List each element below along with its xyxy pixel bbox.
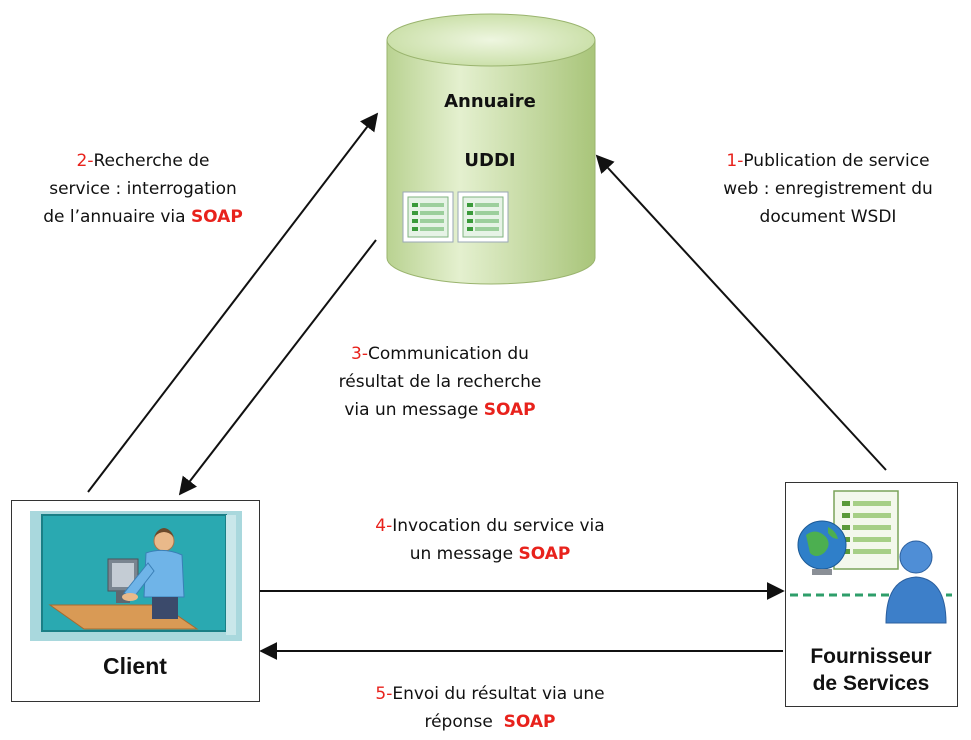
step-5-number: 5- bbox=[375, 684, 393, 704]
step-1-line3: document WSDI bbox=[759, 207, 897, 227]
step-1-line1: 1-Publication de service bbox=[726, 151, 930, 171]
client-label: Client bbox=[103, 653, 167, 679]
step-2-line2: service : interrogation bbox=[49, 179, 237, 199]
step-4-line2: un message SOAP bbox=[409, 544, 571, 564]
provider-label-line1: Fournisseur bbox=[810, 645, 932, 668]
client-box: Client bbox=[11, 500, 260, 702]
step-3-line1: 3-Communication du bbox=[351, 344, 529, 364]
step-4-line1: 4-Invocation du service via bbox=[375, 516, 605, 536]
arrow-1-provider-to-uddi bbox=[595, 154, 887, 471]
step-4-soap: SOAP bbox=[518, 544, 571, 564]
database-title-line1: Annuaire bbox=[444, 91, 536, 112]
step-2-soap: SOAP bbox=[190, 207, 243, 227]
person-at-computer-icon bbox=[30, 511, 242, 641]
step-3-line3: via un message SOAP bbox=[344, 400, 536, 420]
arrow-2-client-to-uddi bbox=[87, 112, 379, 493]
step-3-line2: résultat de la recherche bbox=[338, 372, 542, 392]
step-1-line2: web : enregistrement du bbox=[723, 179, 933, 199]
globe-document-user-icon bbox=[790, 490, 952, 624]
step-2-line1: 2-Recherche de bbox=[76, 151, 210, 171]
arrow-3-uddi-to-client bbox=[178, 239, 377, 496]
step-2-number: 2- bbox=[76, 151, 94, 171]
step-3-label: 3-Communication du résultat de la recher… bbox=[295, 340, 585, 424]
provider-label-line2: de Services bbox=[812, 672, 930, 695]
provider-box: Fournisseur de Services bbox=[785, 482, 958, 707]
step-5-soap: SOAP bbox=[503, 712, 556, 732]
step-5-line2: réponse SOAP bbox=[424, 712, 556, 732]
step-4-label: 4-Invocation du service via un message S… bbox=[345, 512, 635, 568]
step-2-label: 2-Recherche de service : interrogation d… bbox=[7, 147, 279, 231]
step-3-number: 3- bbox=[351, 344, 368, 364]
step-5-label: 5-Envoi du résultat via une réponse SOAP bbox=[345, 680, 635, 736]
step-4-number: 4- bbox=[375, 516, 393, 536]
step-1-label: 1-Publication de service web : enregistr… bbox=[688, 147, 968, 231]
step-1-number: 1- bbox=[726, 151, 744, 171]
step-5-line1: 5-Envoi du résultat via une bbox=[375, 684, 605, 704]
step-3-soap: SOAP bbox=[483, 400, 536, 420]
step-2-line3: de l’annuaire via SOAP bbox=[43, 207, 243, 227]
database-title-line2: UDDI bbox=[464, 150, 516, 171]
